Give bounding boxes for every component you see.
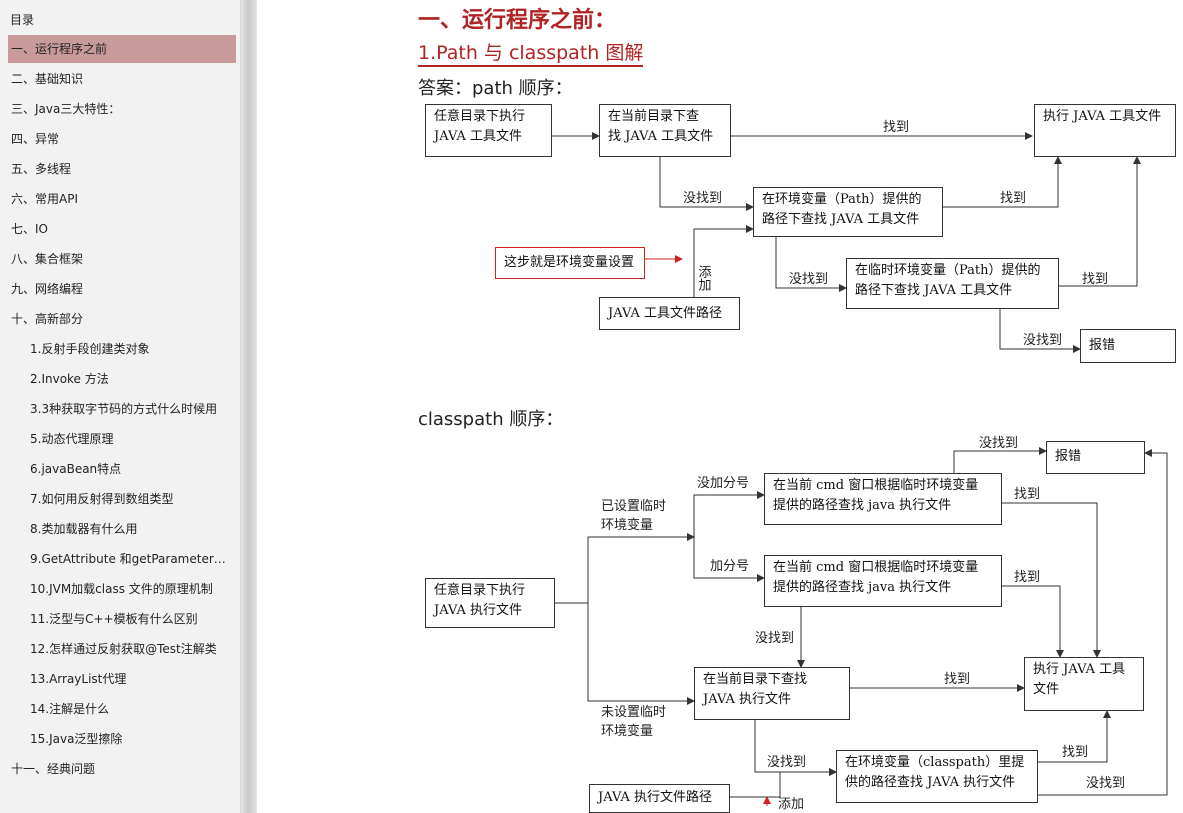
edge-label-found: 找到 (1062, 745, 1088, 760)
edge-label-add: 添加 (778, 797, 804, 812)
cp-box-cmd-semicolon: 在当前 cmd 窗口根据临时环境变量提供的路径查找 java 执行文件 (764, 555, 1002, 607)
edge-label-not-found: 没找到 (755, 631, 794, 646)
cp-box-classpath-env: 在环境变量（classpath）里提供的路径查找 JAVA 执行文件 (836, 750, 1038, 803)
edge-label-not-found: 没找到 (1023, 333, 1062, 348)
edge-label-found: 找到 (1014, 570, 1040, 585)
edge-label-set-temp-line1: 已设置临时 (601, 499, 666, 514)
edge-label-not-found: 没找到 (1086, 776, 1125, 791)
edge-label-no-semicolon: 没加分号 (697, 476, 749, 491)
edge-label-not-found: 没找到 (767, 755, 806, 770)
edge-label-set-temp-line2: 环境变量 (601, 517, 653, 533)
path-box-execute-tool: 执行 JAVA 工具文件 (1034, 104, 1176, 157)
toc-sidebar: 目录 一、运行程序之前二、基础知识三、Java三大特性：四、异常五、多线程六、常… (0, 0, 241, 813)
edge-label-not-found: 没找到 (979, 436, 1018, 451)
cp-box-cmd-no-semicolon: 在当前 cmd 窗口根据临时环境变量提供的路径查找 java 执行文件 (764, 473, 1002, 525)
section-heading: 一、运行程序之前： (418, 8, 617, 33)
cp-box-execute: 执行 JAVA 工具文件 (1024, 657, 1144, 711)
cp-box-exec-path: JAVA 执行文件路径 (589, 784, 730, 813)
path-box-search-temp-env-path: 在临时环境变量（Path）提供的路径下查找 JAVA 工具文件 (846, 258, 1059, 309)
path-box-tool-path: JAVA 工具文件路径 (599, 297, 740, 330)
edge-label-unset-temp-line1: 未设置临时 (601, 705, 666, 720)
edge-label-found: 找到 (1082, 272, 1108, 287)
edge-label-not-found: 没找到 (789, 272, 828, 287)
path-box-search-env-path: 在环境变量（Path）提供的路径下查找 JAVA 工具文件 (753, 187, 943, 237)
path-box-search-current-dir: 在当前目录下查找 JAVA 工具文件 (599, 104, 731, 157)
edge-label-unset-temp-line2: 环境变量 (601, 723, 653, 739)
edge-label-found: 找到 (1014, 487, 1040, 502)
path-order-label: 答案：path 顺序： (418, 78, 573, 99)
subsection-heading-link[interactable]: 1.Path 与 classpath 图解 (418, 41, 644, 67)
edge-label-found: 找到 (883, 120, 909, 135)
sidebar-splitter[interactable] (241, 0, 257, 813)
edge-label-found: 找到 (1000, 191, 1026, 206)
edge-label-not-found: 没找到 (683, 191, 722, 206)
edge-label-found: 找到 (944, 672, 970, 687)
toc-item[interactable]: 一、运行程序之前 (8, 35, 236, 63)
toc-title: 目录 (10, 13, 35, 27)
path-note-env-setting: 这步就是环境变量设置 (495, 247, 645, 279)
edge-label-add: 添加 (696, 265, 712, 292)
cp-box-error: 报错 (1046, 441, 1145, 474)
edge-label-semicolon: 加分号 (710, 559, 749, 574)
path-box-error: 报错 (1080, 329, 1176, 363)
classpath-order-label: classpath 顺序： (418, 409, 564, 430)
